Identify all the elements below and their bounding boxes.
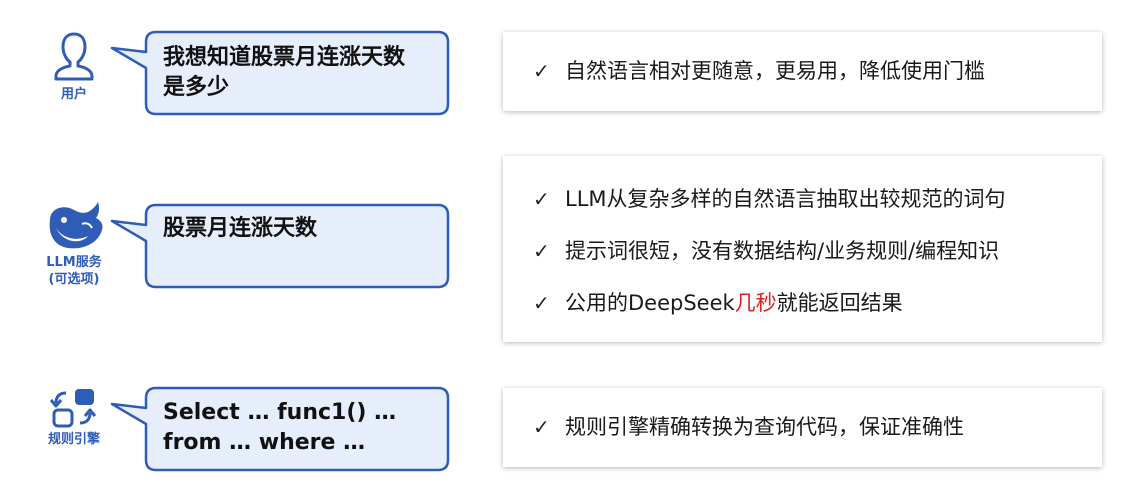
rule-engine-role: 规则引擎 — [28, 387, 120, 448]
bubble-line: 是多少 — [163, 75, 230, 100]
benefit-item: ✓ 提示词很短，没有数据结构/业务规则/编程知识 — [533, 238, 1092, 265]
bubble-line: Select … func1() … — [163, 400, 397, 425]
user-icon — [54, 32, 94, 81]
check-icon: ✓ — [533, 291, 550, 315]
bubble-line: from … where … — [163, 430, 366, 455]
role-label-user: 用户 — [60, 87, 87, 102]
explanation-panel-llm: ✓ LLM从复杂多样的自然语言抽取出较规范的词句 ✓ 提示词很短，没有数据结构/… — [503, 156, 1102, 342]
benefit-item: ✓ 自然语言相对更随意，更易用，降低使用门槛 — [533, 58, 1092, 85]
whale-icon — [49, 202, 103, 249]
benefit-highlight: 几秒 — [734, 291, 777, 315]
bubble-line: 股票月连涨天数 — [163, 216, 318, 241]
bubble-line: 我想知道股票月连涨天数 — [163, 45, 406, 70]
user-role: 用户 — [28, 28, 120, 103]
benefit-text: 规则引擎精确转换为查询代码，保证准确性 — [565, 415, 964, 439]
benefit-item: ✓ 规则引擎精确转换为查询代码，保证准确性 — [533, 414, 1092, 441]
role-label-llm: LLM服务 (可选项) — [46, 255, 102, 287]
check-icon: ✓ — [533, 187, 550, 211]
role-label-rule-engine: 规则引擎 — [47, 432, 100, 447]
check-icon: ✓ — [533, 239, 550, 263]
benefit-text: LLM从复杂多样的自然语言抽取出较规范的词句 — [565, 187, 1006, 211]
speech-bubble-rule-engine: Select … func1() … from … where … — [108, 386, 450, 472]
explanation-panel-user: ✓ 自然语言相对更随意，更易用，降低使用门槛 — [503, 32, 1102, 111]
check-icon: ✓ — [533, 59, 550, 83]
benefit-text: 自然语言相对更随意，更易用，降低使用门槛 — [565, 59, 985, 83]
speech-bubble-user: 我想知道股票月连涨天数 是多少 — [108, 30, 450, 116]
speech-bubble-llm: 股票月连涨天数 — [108, 203, 450, 289]
explanation-panel-rule-engine: ✓ 规则引擎精确转换为查询代码，保证准确性 — [503, 388, 1102, 467]
benefit-text-before: 公用的DeepSeek — [565, 291, 735, 315]
benefit-text: 提示词很短，没有数据结构/业务规则/编程知识 — [565, 239, 1000, 263]
llm-role: LLM服务 (可选项) — [28, 200, 120, 288]
check-icon: ✓ — [533, 415, 550, 439]
benefit-item: ✓ LLM从复杂多样的自然语言抽取出较规范的词句 — [533, 186, 1092, 213]
benefit-text-after: 就能返回结果 — [776, 291, 903, 315]
rule-engine-icon — [50, 389, 97, 428]
